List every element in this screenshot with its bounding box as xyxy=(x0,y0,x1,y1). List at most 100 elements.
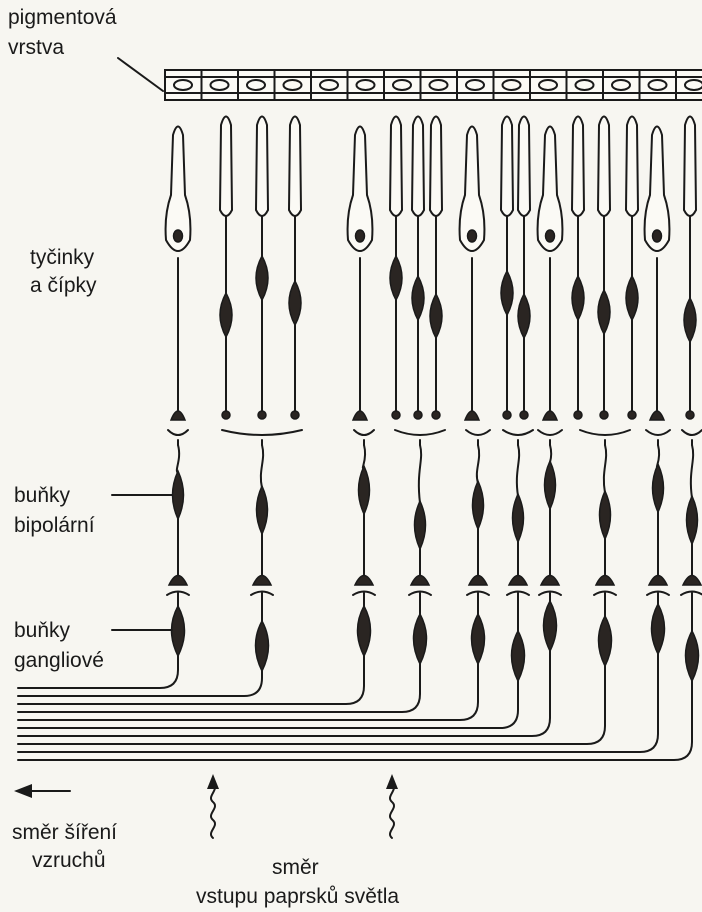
rod-cell xyxy=(598,117,610,420)
cone-pedicle xyxy=(353,411,367,420)
rod-spherule xyxy=(432,411,440,419)
cone-nucleus xyxy=(653,230,662,242)
ganglion-soma xyxy=(172,606,185,656)
bipolar-process xyxy=(477,445,479,483)
rod-cell xyxy=(390,117,402,420)
bipolar-soma xyxy=(173,471,184,519)
bipolar-cell xyxy=(503,430,533,585)
rod-soma xyxy=(518,294,530,338)
bipolar-dendrites xyxy=(503,430,533,445)
cone-cell xyxy=(538,127,563,421)
bipolar-process xyxy=(261,445,263,488)
bipolar-terminal xyxy=(355,576,373,586)
light-arrow-right xyxy=(386,774,398,838)
rod-soma xyxy=(390,256,402,300)
ganglion-cell xyxy=(594,592,616,667)
cone-pedicle xyxy=(465,411,479,420)
rod-cell xyxy=(289,117,301,420)
rod-spherule xyxy=(503,411,511,419)
light-direction-label-line1: směr xyxy=(272,853,319,883)
rod-spherule xyxy=(520,411,528,419)
bipolar-dendrites xyxy=(354,430,374,445)
rod-spherule xyxy=(628,411,636,419)
ganglion-soma xyxy=(512,631,525,681)
bipolar-terminal xyxy=(683,576,701,586)
bipolar-soma xyxy=(473,481,484,529)
rod-cell xyxy=(501,117,513,420)
rod-spherule xyxy=(258,411,266,419)
ganglion-soma xyxy=(256,621,269,671)
cone-cell xyxy=(460,127,485,421)
rod-outer-segment xyxy=(256,117,268,217)
rod-cell xyxy=(220,117,232,420)
cone-cell xyxy=(348,127,373,421)
bipolar-cell xyxy=(222,430,302,585)
pigment-pointer-line xyxy=(118,58,163,91)
cone-nucleus xyxy=(356,230,365,242)
cone-cell xyxy=(645,127,670,421)
bipolar-dendrites xyxy=(538,430,562,445)
bipolar-dendrites xyxy=(395,430,445,445)
bipolar-dendrites xyxy=(466,430,490,445)
ganglion-soma xyxy=(544,601,557,651)
rod-outer-segment xyxy=(684,117,696,217)
ganglion-soma xyxy=(414,614,427,664)
rod-soma xyxy=(626,276,638,320)
ganglion-cell xyxy=(409,592,431,665)
cone-cell xyxy=(166,127,191,421)
cone-nucleus xyxy=(546,230,555,242)
bipolar-dendrites xyxy=(222,430,302,445)
light-direction-label-line2: vstupu paprsků světla xyxy=(196,882,399,912)
rod-outer-segment xyxy=(626,117,638,217)
rod-cell xyxy=(518,117,530,420)
bipolar-cell xyxy=(466,430,490,585)
rod-soma xyxy=(412,276,424,320)
impulse-direction-label-line1: směr šíření xyxy=(12,818,117,848)
rod-soma xyxy=(289,281,301,325)
bipolar-cell xyxy=(646,430,670,585)
cone-nucleus xyxy=(468,230,477,242)
bipolar-terminal xyxy=(596,576,614,586)
ganglion-cells xyxy=(167,592,702,682)
ganglion-cell xyxy=(467,592,489,665)
bipolar-process xyxy=(419,445,421,503)
bipolar-cell xyxy=(580,430,630,585)
bipolar-process xyxy=(691,445,693,498)
bipolar-dendrites xyxy=(682,430,702,445)
rod-soma xyxy=(598,290,610,334)
ganglion-cell xyxy=(681,592,702,682)
rod-soma xyxy=(220,293,232,337)
bipolar-soma xyxy=(257,486,268,534)
rod-cell xyxy=(430,117,442,420)
ganglion-cell xyxy=(251,592,273,672)
bipolar-soma xyxy=(600,491,611,539)
rod-outer-segment xyxy=(572,117,584,217)
rod-spherule xyxy=(686,411,694,419)
ganglion-soma xyxy=(652,604,665,654)
bipolar-terminal xyxy=(169,576,187,586)
rod-soma xyxy=(684,298,696,342)
impulse-direction-arrow xyxy=(14,784,70,798)
rod-spherule xyxy=(222,411,230,419)
ganglion-cells-label-line1: buňky xyxy=(14,616,70,646)
pigment-layer-label-line1: pigmentová xyxy=(8,3,117,33)
rod-spherule xyxy=(574,411,582,419)
bipolar-cells-label-line2: bipolární xyxy=(14,511,95,541)
rod-outer-segment xyxy=(412,117,424,217)
bipolar-dendrites xyxy=(646,430,670,445)
rod-soma xyxy=(430,294,442,338)
bipolar-terminal xyxy=(541,576,559,586)
bipolar-soma xyxy=(545,461,556,509)
rod-outer-segment xyxy=(220,117,232,217)
rod-outer-segment xyxy=(501,117,513,217)
rods-cones-label-line2: a čípky xyxy=(30,271,97,301)
rod-soma xyxy=(256,256,268,300)
rod-outer-segment xyxy=(518,117,530,217)
rod-outer-segment xyxy=(289,117,301,217)
impulse-direction-label-line2: vzruchů xyxy=(32,846,106,876)
bipolar-soma xyxy=(513,494,524,542)
bipolar-soma xyxy=(687,496,698,544)
bipolar-soma xyxy=(415,501,426,549)
cone-pedicle xyxy=(171,411,185,420)
